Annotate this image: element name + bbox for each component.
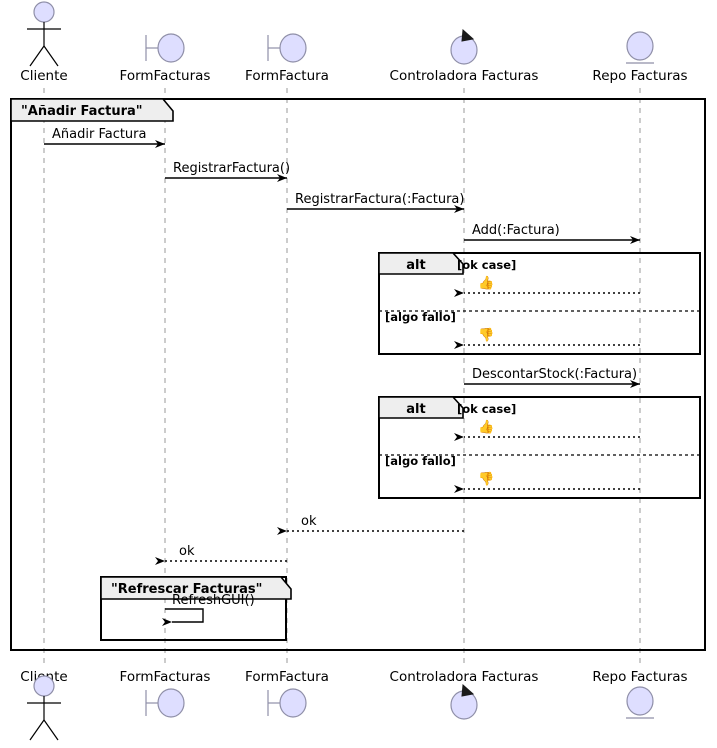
- frames-layer: "Añadir Factura" alt alt "Refrescar Factura…: [10, 98, 706, 651]
- frame-tab: [378, 396, 464, 419]
- message-m2: RegistrarFactura(): [165, 161, 290, 182]
- thumbs-down-icon: 👎: [478, 471, 494, 487]
- actor-stick-figure-icon: [27, 1, 61, 67]
- frame-border: [378, 396, 701, 499]
- participant-label-bottom-formfactura: FormFactura: [245, 669, 329, 685]
- participant-foot-cliente[interactable]: Cliente: [20, 669, 68, 741]
- alt-guard-label-1: [algo fallo]: [385, 310, 456, 324]
- participant-heads: Cliente FormFacturas FormFactura Controlado…: [20, 1, 688, 84]
- message-label: Add(:Factura): [472, 223, 560, 238]
- frame-label: "Añadir Factura": [21, 104, 143, 119]
- boundary-icon: [267, 33, 307, 63]
- frame-label: alt: [406, 258, 425, 273]
- message-m4: Add(:Factura): [464, 223, 640, 244]
- thumbs-down-icon: 👎: [478, 327, 494, 343]
- message-m7: DescontarStock(:Factura): [464, 367, 640, 388]
- frame-label: "Refrescar Facturas": [111, 582, 262, 597]
- boundary-icon: [145, 688, 185, 718]
- thumbs-up-icon: 👍: [478, 275, 494, 291]
- participant-label-formfacturas: FormFacturas: [120, 68, 211, 84]
- frame-refrescar-facturas: "Refrescar Facturas": [100, 576, 292, 641]
- participant-label-formfactura: FormFactura: [245, 68, 329, 84]
- participant-feet: Cliente FormFacturas FormFactura Controlado…: [20, 669, 688, 741]
- message-label: Añadir Factura: [52, 127, 147, 142]
- message-m12: RefreshGUI(): [162, 593, 255, 626]
- alt-guard-label-0: [ok case]: [457, 258, 516, 272]
- participant-label-cliente: Cliente: [20, 68, 67, 84]
- participant-label-bottom-repo-facturas: Repo Facturas: [592, 669, 687, 685]
- message-m3: RegistrarFactura(:Factura): [287, 192, 464, 213]
- participant-foot-repo-facturas[interactable]: Repo Facturas: [592, 669, 688, 719]
- boundary-icon: [267, 688, 307, 718]
- frame-alt-1: alt: [378, 252, 701, 355]
- control-icon: [450, 683, 478, 720]
- message-label: RegistrarFactura(): [173, 161, 290, 176]
- participant-head-formfacturas[interactable]: FormFacturas: [120, 33, 211, 84]
- entity-icon: [626, 686, 654, 719]
- message-label: RegistrarFactura(:Factura): [295, 192, 464, 207]
- frame-tab: [378, 252, 464, 275]
- alt-guard-label-3: [algo fallo]: [385, 454, 456, 468]
- entity-icon: [626, 31, 654, 64]
- boundary-icon: [145, 33, 185, 63]
- message-arrow: [162, 608, 204, 626]
- alt-guard-label-2: [ok case]: [457, 402, 516, 416]
- participant-foot-formfacturas[interactable]: FormFacturas: [120, 669, 211, 718]
- frame-label: alt: [406, 402, 425, 417]
- control-icon: [450, 28, 478, 65]
- actor-stick-figure-icon: [27, 675, 61, 741]
- participant-foot-controladora-facturas[interactable]: Controladora Facturas: [390, 669, 539, 720]
- frame-alt-2: alt: [378, 396, 701, 499]
- participant-head-formfactura[interactable]: FormFactura: [245, 33, 329, 84]
- message-label: DescontarStock(:Factura): [472, 367, 637, 382]
- message-m8: 👍: [454, 419, 640, 441]
- message-m1: Añadir Factura: [44, 127, 165, 148]
- message-m5: 👍: [454, 275, 640, 297]
- frame-anadir-factura: "Añadir Factura": [10, 98, 706, 651]
- participant-head-controladora-facturas[interactable]: Controladora Facturas: [390, 28, 539, 84]
- participant-head-repo-facturas[interactable]: Repo Facturas: [592, 31, 688, 84]
- participant-label-bottom-formfacturas: FormFacturas: [120, 669, 211, 685]
- message-m10: ok: [277, 514, 464, 535]
- message-m9: 👎: [454, 471, 640, 493]
- message-m11: ok: [155, 544, 287, 565]
- frame-border: [378, 252, 701, 355]
- frame-tab: [10, 98, 174, 122]
- frame-tab: [100, 576, 292, 600]
- message-label: ok: [301, 514, 317, 529]
- participant-label-controladora-facturas: Controladora Facturas: [390, 68, 539, 84]
- frame-border: [10, 98, 706, 651]
- thumbs-up-icon: 👍: [478, 419, 494, 435]
- participant-foot-formfactura[interactable]: FormFactura: [245, 669, 329, 718]
- participant-head-cliente[interactable]: Cliente: [20, 1, 68, 84]
- participant-label-bottom-controladora-facturas: Controladora Facturas: [390, 669, 539, 685]
- message-m6: 👎: [454, 327, 640, 349]
- message-label: RefreshGUI(): [172, 593, 255, 608]
- participant-label-repo-facturas: Repo Facturas: [592, 68, 687, 84]
- lifelines-layer: [43, 88, 641, 668]
- message-label: ok: [179, 544, 195, 559]
